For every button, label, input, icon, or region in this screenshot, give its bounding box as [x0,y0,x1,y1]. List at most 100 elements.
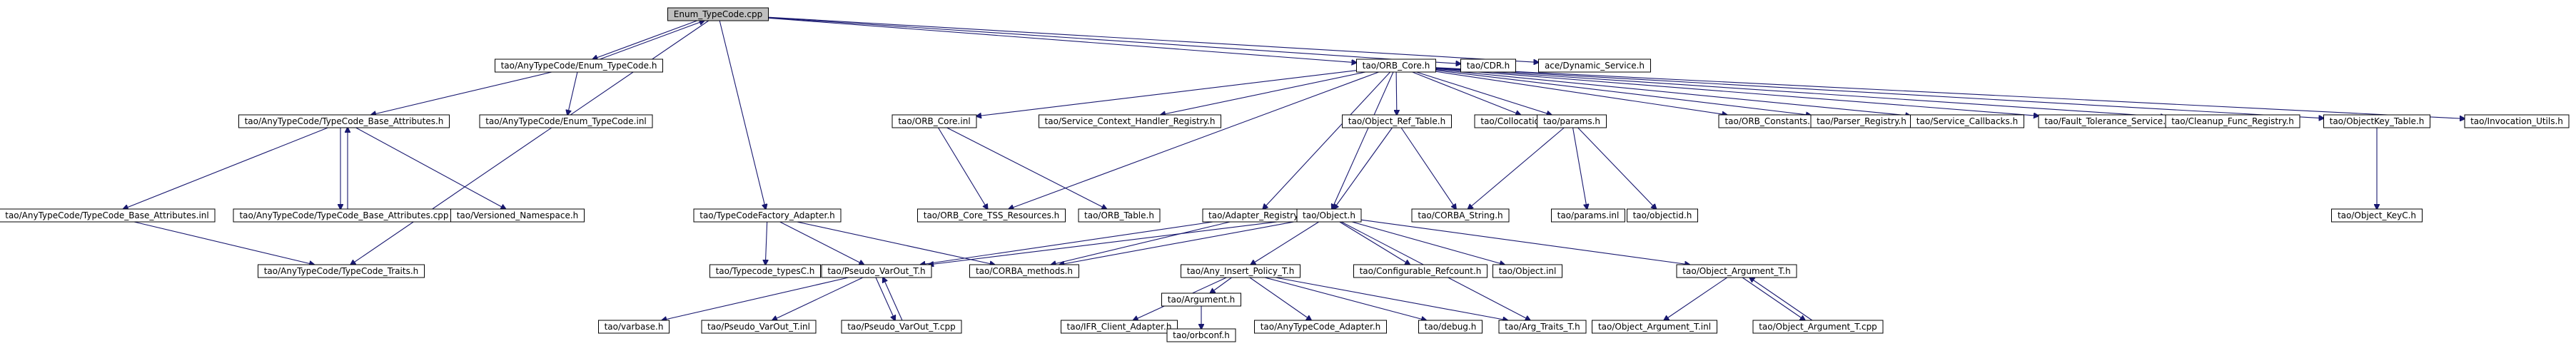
node-n13[interactable]: tao/Pseudo_VarOut_T.inl [701,320,817,334]
node-n27[interactable]: tao/CORBA_String.h [1411,208,1510,223]
node-label: tao/Object.inl [1499,266,1557,276]
node-n45[interactable]: tao/debug.h [1418,320,1483,334]
node-box [701,320,817,334]
edge-n26-n29 [1577,127,1657,209]
node-n12[interactable]: tao/varbase.h [598,320,670,334]
edge-n41-n49 [1742,277,1805,320]
node-n16[interactable]: tao/CDR.h [1460,58,1516,73]
edge-n15-n26 [1416,71,1551,115]
node-n47[interactable]: tao/orbconf.h [1166,328,1236,342]
node-n7[interactable]: tao/AnyTypeCode/TypeCode_Traits.h [258,264,425,278]
node-n43[interactable]: tao/Argument.h [1161,292,1241,307]
edge-n15-n34 [1435,68,2166,117]
node-box [1676,264,1797,278]
node-n44[interactable]: tao/AnyTypeCode_Adapter.h [1254,320,1387,334]
node-n36[interactable]: tao/Object_KeyC.h [2331,208,2423,223]
node-n32[interactable]: tao/Service_Callbacks.h [1910,114,2024,128]
node-n3[interactable]: tao/AnyTypeCode/Enum_TypeCode.inl [479,114,653,128]
node-label: tao/Object_Argument_T.cpp [1759,322,1877,332]
edge-n1-n2 [371,71,552,115]
edge-n15-n18 [976,70,1357,116]
node-n38[interactable]: tao/Any_Insert_Policy_T.h [1181,264,1300,278]
edge-n24-n40 [1351,221,1505,265]
edge-n38-n45 [1264,277,1426,320]
node-n21[interactable]: tao/ORB_Table.h [1078,208,1161,223]
node-n23[interactable]: tao/Object_Ref_Table.h [1342,114,1452,128]
node-n15[interactable]: tao/ORB_Core.h [1356,58,1436,73]
node-label: tao/Any_Insert_Policy_T.h [1187,266,1295,276]
node-box [1537,114,1607,128]
node-box [495,58,663,73]
edge-n15-n35 [1435,67,2324,118]
node-label: tao/ORB_Core_TSS_Resources.h [924,210,1060,220]
node-label: tao/debug.h [1425,322,1477,332]
node-label: tao/AnyTypeCode/Enum_TypeCode.h [501,61,657,71]
node-n14[interactable]: tao/Pseudo_VarOut_T.cpp [841,320,962,334]
node-box [1254,320,1387,334]
node-n34[interactable]: tao/Cleanup_Func_Registry.h [2165,114,2300,128]
node-label: tao/Object_KeyC.h [2338,210,2416,220]
node-label: tao/AnyTypeCode/TypeCode_Base_Attributes… [245,116,444,126]
node-n4[interactable]: tao/AnyTypeCode/TypeCode_Base_Attributes… [0,208,216,223]
node-label: tao/IFR_Client_Adapter.h [1067,322,1172,332]
node-n22[interactable]: tao/Adapter_Registry.h [1202,208,1312,223]
node-n18[interactable]: tao/ORB_Core.inl [892,114,977,128]
node-n49[interactable]: tao/Object_Argument_T.cpp [1752,320,1884,334]
edge-n15-n31 [1435,70,1812,116]
edge-n1-n0 [600,21,704,60]
node-box [1418,320,1483,334]
edge-n26-n27 [1468,127,1565,209]
edge-n38-n46 [1275,277,1507,320]
node-n10[interactable]: tao/Pseudo_VarOut_T.h [821,264,932,278]
edge-n15-n19 [1161,71,1366,115]
node-label: tao/Arg_Traits_T.h [1505,322,1580,332]
edge-n15-n22 [1263,71,1391,209]
node-n26[interactable]: tao/params.h [1537,114,1607,128]
node-box [1592,320,1717,334]
node-n41[interactable]: tao/Object_Argument_T.h [1676,264,1797,278]
node-n20[interactable]: tao/ORB_Core_TSS_Resources.h [917,208,1066,223]
node-n28[interactable]: tao/params.inl [1551,208,1625,223]
node-label: tao/Object_Argument_T.h [1682,266,1790,276]
node-n11[interactable]: tao/CORBA_methods.h [969,264,1079,278]
node-label: tao/Versioned_Namespace.h [457,210,579,220]
node-n6[interactable]: tao/Versioned_Namespace.h [450,208,585,223]
node-n31[interactable]: tao/Parser_Registry.h [1810,114,1913,128]
node-n29[interactable]: tao/objectid.h [1627,208,1698,223]
node-n30[interactable]: tao/ORB_Constants.h [1718,114,1822,128]
node-n40[interactable]: tao/Object.inl [1492,264,1562,278]
edge-layer [123,16,2465,329]
node-label: tao/ORB_Constants.h [1724,116,1815,126]
node-box [1296,208,1362,223]
node-n19[interactable]: tao/Service_Context_Handler_Registry.h [1039,114,1221,128]
node-n35[interactable]: tao/ObjectKey_Table.h [2323,114,2430,128]
node-n5[interactable]: tao/AnyTypeCode/TypeCode_Base_Attributes… [233,208,455,223]
edge-n0-n17 [768,16,1539,62]
node-box [1356,58,1436,73]
node-label: tao/Typecode_typesC.h [716,266,815,276]
edge-n8-n9 [765,221,767,265]
node-n46[interactable]: tao/Arg_Traits_T.h [1498,320,1587,334]
edge-n15-n23 [1396,71,1397,115]
node-n39[interactable]: tao/Configurable_Refcount.h [1353,264,1487,278]
node-label: Enum_TypeCode.cpp [674,9,762,19]
node-n17[interactable]: ace/Dynamic_Service.h [1538,58,1651,73]
node-n42[interactable]: tao/IFR_Client_Adapter.h [1061,320,1178,334]
node-n2[interactable]: tao/AnyTypeCode/TypeCode_Base_Attributes… [238,114,450,128]
node-n33[interactable]: tao/Fault_Tolerance_Service.h [2038,114,2178,128]
edge-n22-n10 [921,221,1213,265]
node-n0[interactable]: Enum_TypeCode.cpp [667,7,769,21]
node-n37[interactable]: tao/Invocation_Utils.h [2464,114,2570,128]
node-n1[interactable]: tao/AnyTypeCode/Enum_TypeCode.h [495,58,663,73]
edge-n15-n25 [1412,71,1521,115]
node-n48[interactable]: tao/Object_Argument_T.inl [1592,320,1717,334]
node-box [1752,320,1884,334]
node-label: tao/AnyTypeCode/TypeCode_Traits.h [264,266,419,276]
node-box [1039,114,1221,128]
edge-n4-n7 [133,221,314,265]
edge-n38-n43 [1210,277,1232,293]
node-label: tao/Service_Context_Handler_Registry.h [1045,116,1216,126]
node-n8[interactable]: tao/TypeCodeFactory_Adapter.h [693,208,842,223]
node-n9[interactable]: tao/Typecode_typesC.h [709,264,821,278]
node-n24[interactable]: tao/Object.h [1296,208,1362,223]
